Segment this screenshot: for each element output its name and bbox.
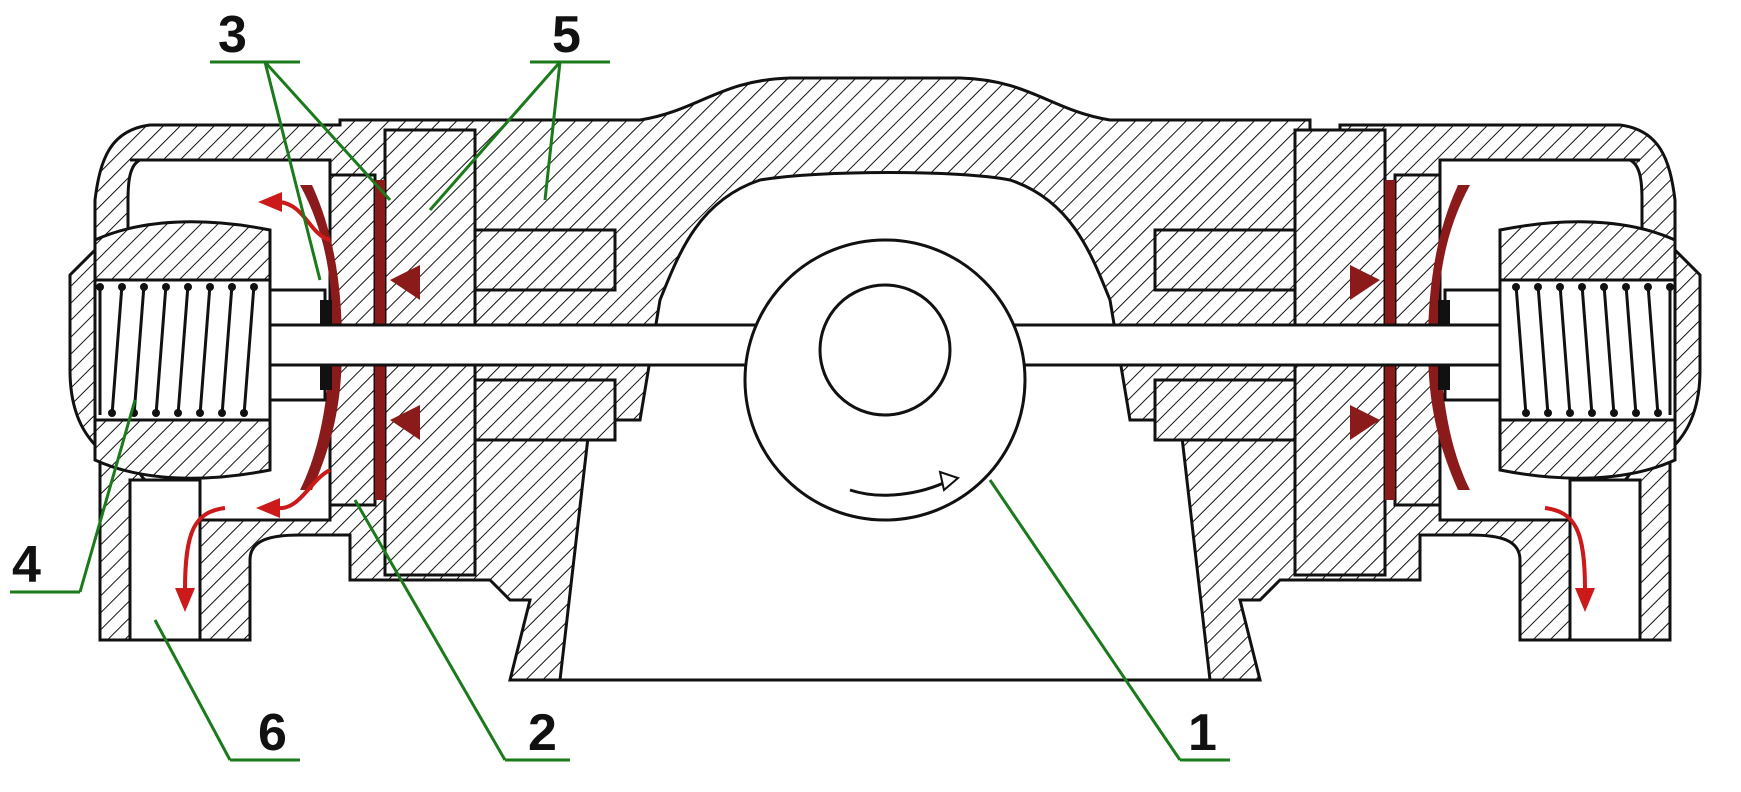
callout-labels: 3 5 4 6 2 1 [12,6,1217,762]
callout-1: 1 [1188,704,1217,762]
leader-lines [10,60,1230,762]
left-spring [96,283,258,417]
callout-4: 4 [12,536,41,594]
callout-3: 3 [218,6,247,64]
right-reed-valve [1428,185,1470,490]
left-reed-valve [300,185,342,490]
callout-5: 5 [552,6,581,64]
callout-2: 2 [528,704,557,762]
callout-6: 6 [258,704,287,762]
right-spring [1512,283,1674,417]
flow-arrows [175,192,1595,612]
eccentric-cam [743,238,1027,522]
